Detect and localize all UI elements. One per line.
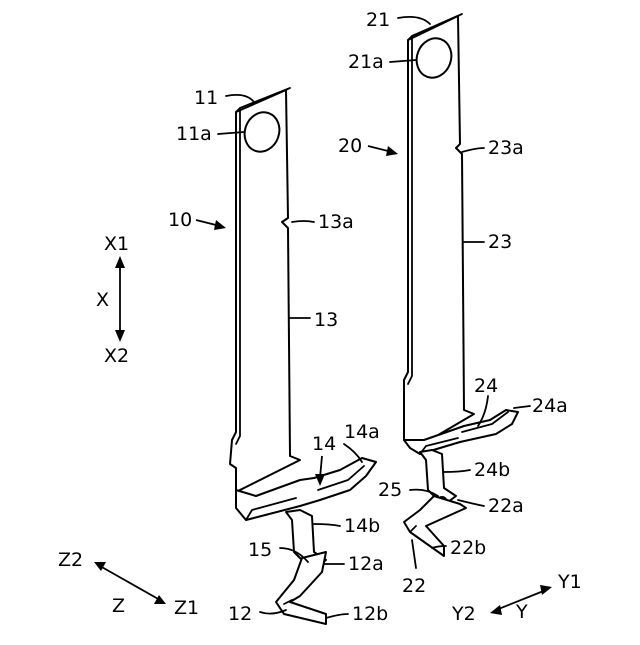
label-11a: 11a <box>176 123 212 145</box>
label-12: 12 <box>228 603 252 625</box>
axis-label-y1: Y1 <box>557 571 582 593</box>
label-21a: 21a <box>348 51 384 73</box>
label-15: 15 <box>248 539 272 561</box>
axis-label-z1: Z1 <box>174 597 199 619</box>
label-20: 20 <box>338 135 362 157</box>
label-21: 21 <box>366 9 390 31</box>
label-13: 13 <box>314 309 338 331</box>
label-24: 24 <box>474 375 498 397</box>
label-14b: 14b <box>344 515 380 537</box>
foot-12 <box>276 552 326 624</box>
label-22: 22 <box>402 575 426 597</box>
label-14: 14 <box>312 433 336 455</box>
axis-z: Z2 Z Z1 <box>58 549 199 619</box>
label-24b: 24b <box>474 459 510 481</box>
label-12a: 12a <box>348 553 384 575</box>
label-22b: 22b <box>450 537 486 559</box>
axis-label-x1: X1 <box>104 233 129 255</box>
label-14a: 14a <box>344 421 380 443</box>
label-25: 25 <box>378 479 402 501</box>
reference-labels: 21 21a 20 23a 23 24 24a 24b 25 22a 22b 2… <box>168 9 568 625</box>
label-11: 11 <box>194 87 218 109</box>
label-24a: 24a <box>532 395 568 417</box>
axis-y: Y1 Y Y2 <box>451 571 582 625</box>
label-22a: 22a <box>488 495 524 517</box>
label-13a: 13a <box>318 211 354 233</box>
axis-label-z2: Z2 <box>58 549 83 571</box>
axis-label-x2: X2 <box>104 345 129 367</box>
axis-label-x: X <box>96 289 109 311</box>
label-23a: 23a <box>488 137 524 159</box>
label-12b: 12b <box>352 603 388 625</box>
plate-23 <box>404 16 474 448</box>
axis-x: X1 X X2 <box>96 233 129 367</box>
axis-label-y2: Y2 <box>451 603 476 625</box>
label-23: 23 <box>488 231 512 253</box>
leg-24b <box>420 450 456 502</box>
label-10: 10 <box>168 209 192 231</box>
axis-label-y: Y <box>515 601 528 623</box>
axis-label-z: Z <box>112 595 125 617</box>
